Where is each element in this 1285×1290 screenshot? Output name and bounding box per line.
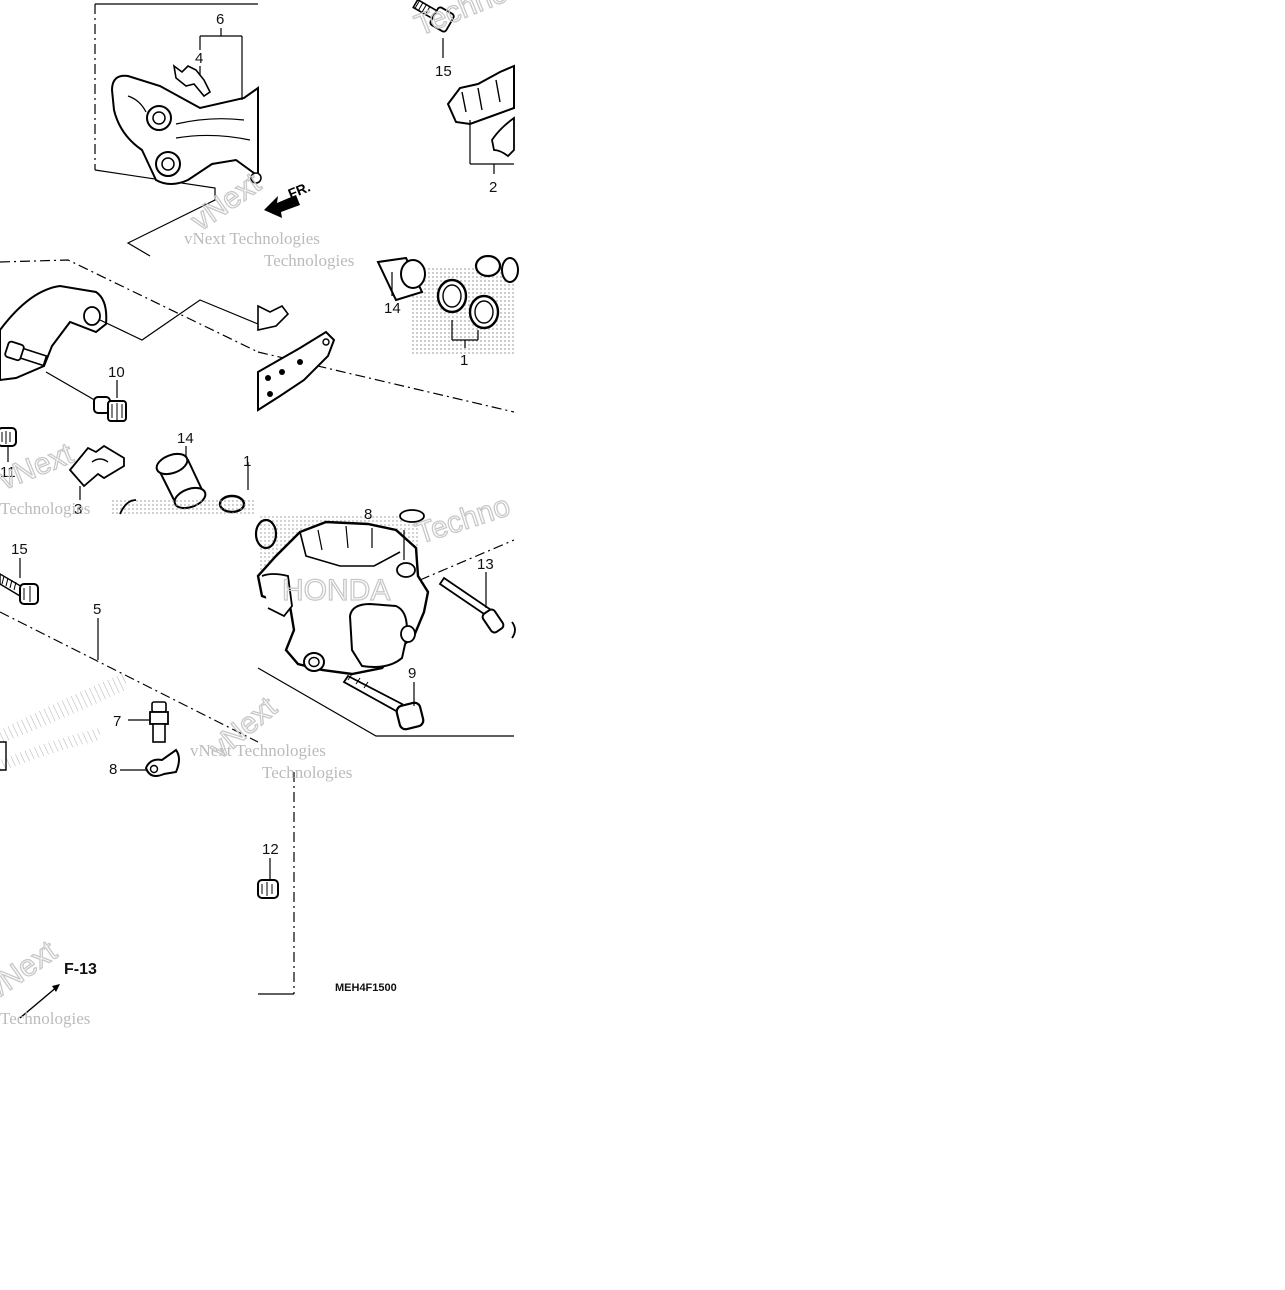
brake-pad-outer: [446, 64, 515, 126]
watermark-logo-honda: HONDA: [282, 574, 390, 607]
callout-8-caliper: 8: [364, 506, 372, 523]
callout-7: 7: [113, 713, 121, 730]
callout-15-pin: 15: [435, 63, 452, 80]
front-direction-arrow: FR.: [264, 179, 313, 218]
callout-13: 13: [477, 556, 494, 573]
callout-9: 9: [408, 665, 416, 682]
pad-retainer: [68, 444, 125, 488]
tile-pads: 15 2 Techno: [410, 0, 515, 196]
watermark-text-4: Technologies: [264, 251, 354, 270]
callout-6: 6: [216, 11, 224, 28]
cap-nut: [0, 427, 17, 447]
watermark-logo-2: Techno: [410, 0, 512, 42]
bleeder-screw: [149, 701, 169, 743]
callout-12: 12: [262, 841, 279, 858]
tile-retainer: 10 11 3 14 1 Technologies vNext: [0, 259, 290, 518]
tile-caliper: 8 13 9 Techno HONDA: [254, 489, 516, 737]
brake-pad-inner: [491, 116, 515, 158]
callout-15-mount: 15: [11, 541, 28, 558]
pad-spring: [172, 64, 212, 98]
pad-backing-plate: [257, 330, 336, 412]
callout-1-seal-a: 1: [243, 453, 251, 470]
pad-pin-bolt: [412, 0, 455, 33]
callout-3: 3: [74, 501, 82, 518]
callout-14-piston-b: 14: [384, 300, 401, 317]
watermark-text-1: vNext Technologies: [184, 229, 320, 248]
callout-2: 2: [489, 179, 497, 196]
callout-10: 10: [108, 364, 125, 381]
tile-ref: F-13 Technologies vNext: [0, 934, 97, 1028]
callout-4: 4: [195, 50, 203, 67]
callout-14-piston-a: 14: [177, 430, 194, 447]
caliper-bolt: [45, 371, 127, 422]
slide-pin-13: [438, 576, 516, 639]
watermark-logo-7: vNext: [0, 934, 63, 1005]
caliper-bracket: [110, 74, 259, 185]
drawing-code: MEH4F1500: [335, 982, 397, 994]
slide-pin: [4, 340, 48, 367]
watermark-logo-1: vNext: [185, 166, 267, 237]
callout-11: 11: [0, 464, 16, 481]
ref-f13: F-13: [64, 961, 97, 978]
mounting-bolt: [0, 573, 39, 605]
watermark-text-8: Technologies: [262, 763, 352, 782]
slide-pin-9: [342, 673, 425, 731]
rubber-cap: [257, 879, 279, 899]
bleeder-cap: [144, 748, 180, 777]
callout-5: 5: [93, 601, 101, 618]
watermark-text-5: vNext Technologies: [190, 741, 326, 760]
fr-label: FR.: [286, 179, 313, 202]
tile-bracket: 6 4 FR. vNext Technologies vNext: [94, 3, 320, 257]
callout-1-seal-b: 1: [460, 352, 468, 369]
watermark-text-3: Technologies: [0, 499, 90, 518]
watermark-text-7: Technologies: [0, 1009, 90, 1028]
watermark-logo-6: Techno: [412, 489, 514, 550]
tile-pistons: 14 1 Technologies: [257, 251, 519, 413]
callout-8-bleeder: 8: [109, 761, 117, 778]
caliper-piston-b: [376, 256, 426, 302]
caliper-fragment: [0, 284, 108, 382]
tile-cap12: 12 MEH4F1500 Technologies: [257, 763, 397, 995]
